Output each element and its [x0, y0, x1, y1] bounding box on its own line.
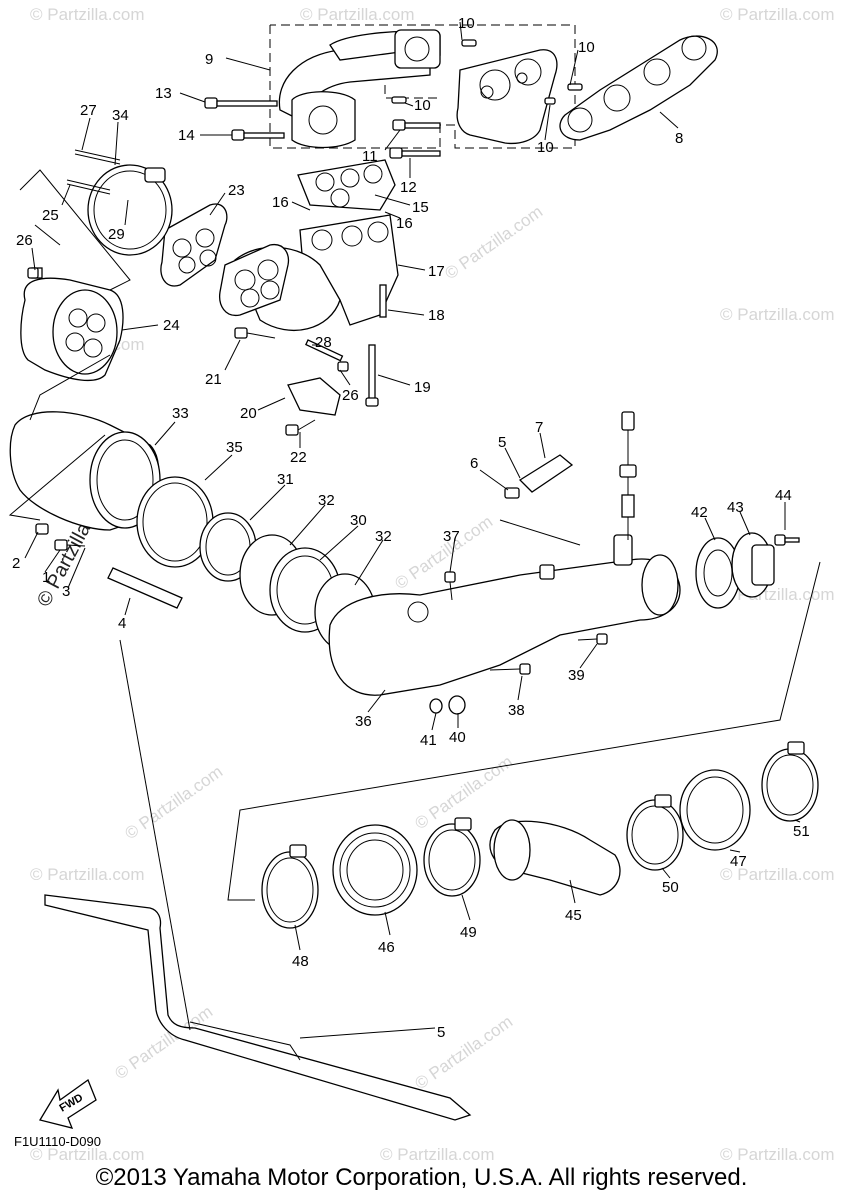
callout-8: 8 [675, 130, 683, 147]
callout-38: 38 [508, 702, 525, 719]
gasket-part-23 [160, 203, 290, 317]
group-boxes [269, 24, 576, 149]
small-bolts [27, 267, 608, 715]
callout-31: 31 [277, 471, 294, 488]
hose-clamps-upper [136, 476, 376, 651]
callout-9: 9 [205, 51, 213, 68]
callout-15: 15 [412, 199, 429, 216]
callout-39: 39 [568, 667, 585, 684]
callout-16: 16 [396, 215, 413, 232]
callout-18: 18 [428, 307, 445, 324]
leader-lines [8, 21, 821, 1039]
callout-48: 48 [292, 953, 309, 970]
muffler-24 [20, 267, 124, 382]
callout-16: 16 [272, 194, 289, 211]
callout-35: 35 [226, 439, 243, 456]
callout-50: 50 [662, 879, 679, 896]
callout-17: 17 [428, 263, 445, 280]
callout-4: 4 [118, 615, 126, 632]
gasket-part-15 [297, 159, 396, 211]
watermark: © Partzilla.com [30, 5, 145, 24]
clamp-34 [87, 164, 173, 256]
watermark: © Partzilla.com [720, 1145, 835, 1164]
callout-32: 32 [318, 492, 335, 509]
callout-42: 42 [691, 504, 708, 521]
callout-29: 29 [108, 226, 125, 243]
forward-arrow: FWD [38, 1078, 97, 1129]
callout-10: 10 [414, 97, 431, 114]
watermark: © Partzilla.com [121, 762, 226, 843]
watermark: © Partzilla.com [300, 5, 415, 24]
callout-47: 47 [730, 853, 747, 870]
callout-51: 51 [793, 823, 810, 840]
callout-14: 14 [178, 127, 195, 144]
callout-34: 34 [112, 107, 129, 124]
callout-46: 46 [378, 939, 395, 956]
callout-11: 11 [362, 148, 378, 165]
callout-20: 20 [240, 405, 257, 422]
callout-27: 27 [80, 102, 97, 119]
callout-13: 13 [155, 85, 172, 102]
callout-30: 30 [350, 512, 367, 529]
bolts-upper [204, 97, 441, 159]
callout-49: 49 [460, 924, 477, 941]
bracket-5-lower [44, 894, 472, 1121]
watermark: © Partzilla.com [411, 1012, 516, 1093]
callout-24: 24 [163, 317, 180, 334]
callout-28: 28 [315, 334, 332, 351]
exhaust-pipe-36 [328, 534, 681, 696]
watermark: © Partzilla.com [720, 865, 835, 884]
watermark: © Partzilla.com [391, 512, 496, 593]
callout-3: 3 [62, 583, 70, 600]
callout-32: 32 [375, 528, 392, 545]
callout-41: 41 [420, 732, 437, 749]
callout-23: 23 [228, 182, 245, 199]
callout-44: 44 [775, 487, 792, 504]
watermark: © Partzilla.com [441, 202, 546, 283]
callout-26: 26 [342, 387, 359, 404]
watermark: © Partzilla.com [720, 5, 835, 24]
callout-labels: 1 2 3 4 5 6 7 8 9 10 10 10 10 11 12 13 1… [12, 15, 810, 1041]
callout-21: 21 [205, 371, 222, 388]
callout-22: 22 [290, 449, 307, 466]
callout-6: 6 [470, 455, 478, 472]
watermark: © Partzilla.com [30, 1145, 145, 1164]
callout-5: 5 [437, 1024, 445, 1041]
callout-7: 7 [535, 419, 543, 436]
fittings-1-2-3 [35, 523, 86, 551]
studs [66, 149, 121, 195]
callout-43: 43 [727, 499, 744, 516]
lower-parts [261, 741, 819, 929]
hose-7 [504, 454, 574, 499]
callout-36: 36 [355, 713, 372, 730]
callout-10: 10 [458, 15, 475, 32]
callout-10: 10 [578, 39, 595, 56]
drawing-code: F1U1110-D090 [14, 1134, 101, 1149]
hose-4 [107, 567, 183, 609]
gasket-part-8 [559, 35, 718, 141]
callout-25: 25 [42, 207, 59, 224]
copyright-notice: ©2013 Yamaha Motor Corporation, U.S.A. A… [95, 1164, 748, 1191]
watermark: © Partzilla.com [380, 1145, 495, 1164]
flange-parts [695, 532, 800, 609]
callout-26: 26 [16, 232, 33, 249]
callout-45: 45 [565, 907, 582, 924]
exhaust-pipe-upper [278, 29, 441, 149]
callout-40: 40 [449, 729, 466, 746]
callout-5: 5 [498, 434, 506, 451]
callout-1: 1 [42, 569, 50, 586]
watermark: © Partzilla.com [720, 305, 835, 324]
callout-33: 33 [172, 405, 189, 422]
callout-2: 2 [12, 555, 20, 572]
callout-12: 12 [400, 179, 417, 196]
callout-10: 10 [537, 139, 554, 156]
sensor-wire [619, 411, 637, 540]
dowel-pins [391, 39, 583, 105]
callout-19: 19 [414, 379, 431, 396]
callout-37: 37 [443, 528, 460, 545]
exhaust-pipe-head [456, 49, 558, 145]
watermark: © Partzilla.com [30, 865, 145, 884]
